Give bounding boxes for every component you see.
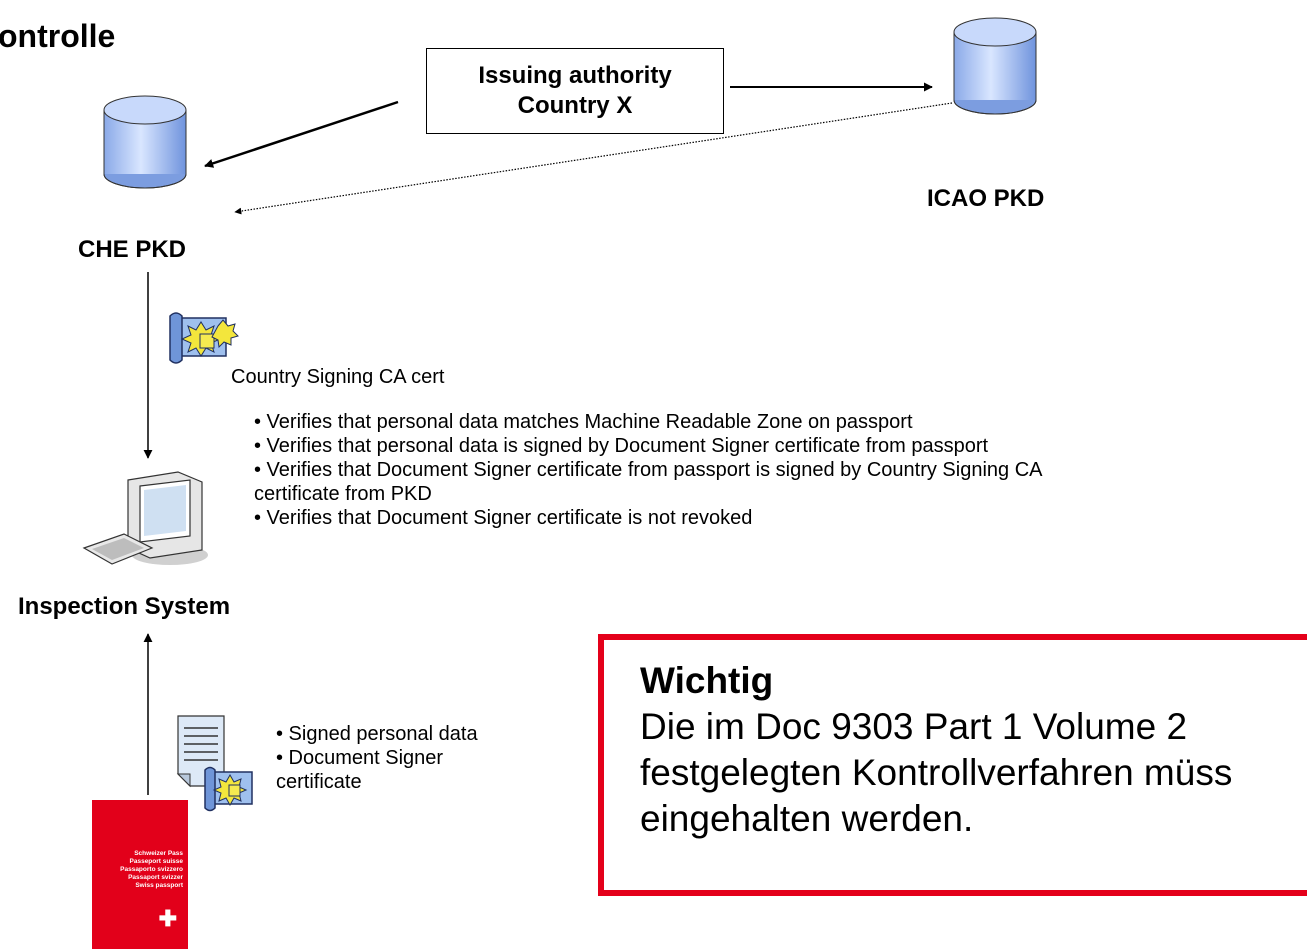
inspection-system-label: Inspection System (18, 593, 231, 620)
issuing-authority-box: Issuing authority Country X (426, 48, 724, 134)
che-pkd-label: CHE PKD (78, 236, 187, 263)
notice-line: festgelegten Kontrollverfahren müss (640, 752, 1233, 793)
che-pkd-database-icon (103, 95, 187, 189)
document-signer-certificate-icon (204, 766, 253, 812)
issuing-authority-line2: Country X (517, 92, 633, 119)
passport-cover-line: Swiss passport (135, 882, 183, 889)
page-title: ontrolle (0, 18, 116, 54)
icao-pkd-database-icon (953, 17, 1037, 115)
check-item: • Verifies that personal data matches Ma… (254, 411, 913, 433)
icao-to-che-dotted-arrow (234, 102, 953, 215)
notice-heading: Wichtig (640, 660, 774, 701)
issuing-authority-line1: Issuing authority (478, 62, 672, 89)
verification-checks: • Verifies that personal data matches Ma… (254, 410, 1307, 530)
notice-line: Die im Doc 9303 Part 1 Volume 2 (640, 706, 1188, 747)
important-notice: Wichtig Die im Doc 9303 Part 1 Volume 2 … (598, 634, 1307, 896)
passport-item: • Signed personal data (276, 723, 478, 745)
check-item: • Verifies that Document Signer certific… (254, 507, 753, 529)
swiss-cross-icon: ✚ (158, 906, 177, 931)
passport-cover-line: Passeport suisse (129, 858, 183, 865)
check-item: • Verifies that personal data is signed … (254, 435, 989, 457)
computer-icon (82, 471, 208, 565)
passport-item-continuation: certificate (276, 771, 362, 793)
passport-cover-line: Passaport svizzer (128, 874, 183, 881)
passport-items: • Signed personal data • Document Signer… (276, 722, 478, 794)
notice-line: eingehalten werden. (640, 798, 974, 839)
passport-cover-text: Schweizer Pass Passeport suisse Passapor… (120, 850, 183, 890)
certificate-icon (169, 312, 239, 364)
icao-pkd-label: ICAO PKD (927, 185, 1045, 212)
passport-item: • Document Signer (276, 747, 444, 769)
csca-cert-label: Country Signing CA cert (231, 366, 445, 388)
check-item-continuation: certificate from PKD (254, 483, 432, 505)
passport-cover-line: Schweizer Pass (134, 850, 183, 857)
issuer-to-che-arrow (204, 100, 399, 168)
check-item: • Verifies that Document Signer certific… (254, 459, 1043, 481)
passport-cover-line: Passaporto svizzero (120, 866, 183, 873)
swiss-passport: Schweizer Pass Passeport suisse Passapor… (92, 800, 188, 949)
